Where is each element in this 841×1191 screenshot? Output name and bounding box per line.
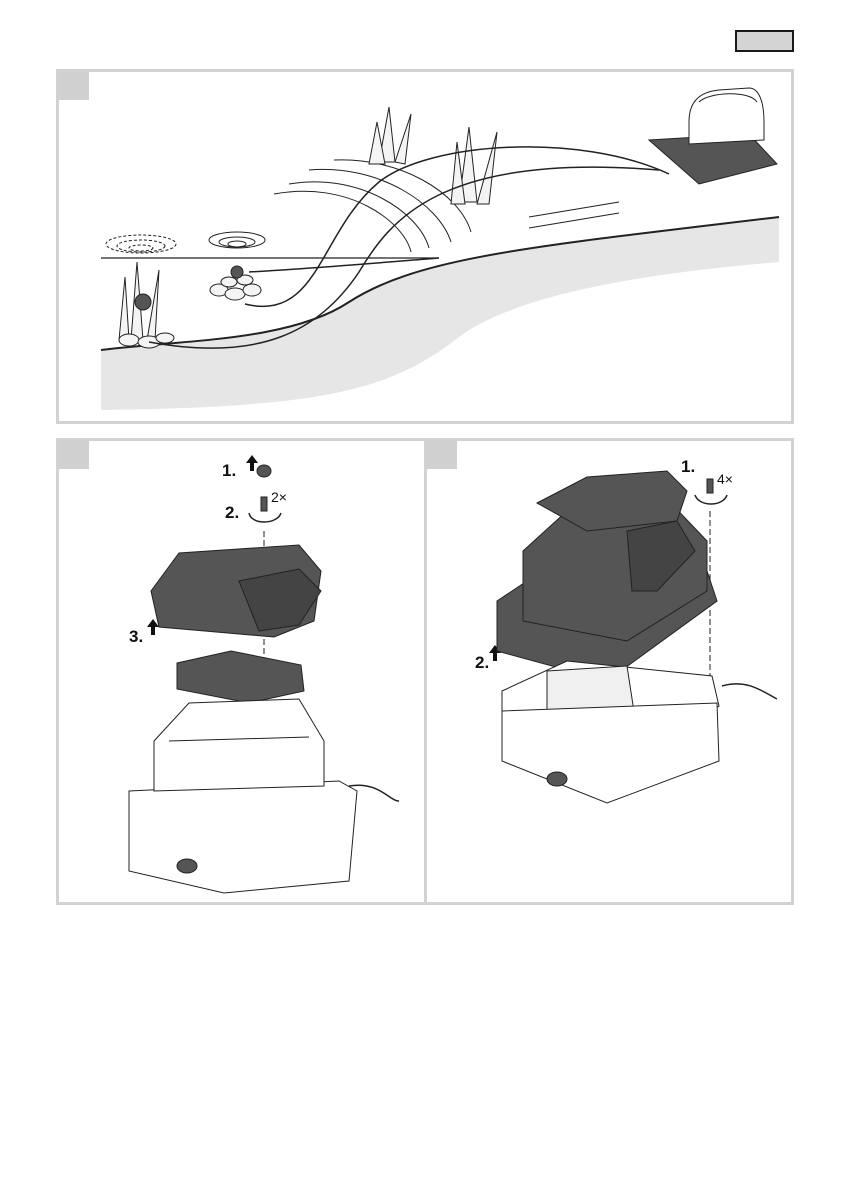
air-outlet: [177, 859, 197, 873]
air-stone-mid: [231, 266, 243, 278]
screw-count: 4×: [717, 471, 733, 487]
screw-count: 2×: [271, 489, 287, 505]
figure-remove-housing: 1. 2. 4×: [424, 438, 794, 905]
page-language-tab: [735, 30, 794, 52]
lower-base: [502, 703, 719, 803]
bank-plants: [369, 107, 497, 204]
open-cover-illustration: [59, 441, 424, 902]
cap: [257, 465, 271, 477]
step-1-label: 1.: [222, 461, 236, 481]
step-2-label: 2.: [475, 653, 489, 673]
ripples: [274, 160, 471, 252]
screw: [707, 479, 713, 493]
power-cable: [722, 684, 777, 699]
stone-pile: [210, 275, 261, 300]
pump-body: [154, 699, 324, 791]
step-3-label: 3.: [129, 627, 143, 647]
pond-illustration: [59, 72, 791, 421]
arrow-up-icon: [147, 619, 159, 635]
step-2-label: 2.: [225, 503, 239, 523]
air-bubbles-mid: [209, 232, 265, 248]
air-stone-left: [135, 294, 151, 310]
arrow-up-icon: [246, 455, 258, 471]
screw: [261, 497, 267, 511]
rotate-arrow: [249, 513, 281, 522]
filter-pad: [177, 651, 304, 703]
figure-open-cover: 1. 2. 3. 2×: [56, 438, 427, 905]
step-1-label: 1.: [681, 457, 695, 477]
pond-liner: [101, 217, 779, 410]
pump-on-slab: [649, 88, 777, 184]
air-outlet: [547, 772, 567, 786]
rotate-arrow: [695, 495, 727, 504]
air-bubbles-left: [106, 235, 176, 253]
inflow-pipes: [529, 202, 619, 228]
pump-housing: [129, 781, 357, 893]
figure-pond-installation: [56, 69, 794, 424]
